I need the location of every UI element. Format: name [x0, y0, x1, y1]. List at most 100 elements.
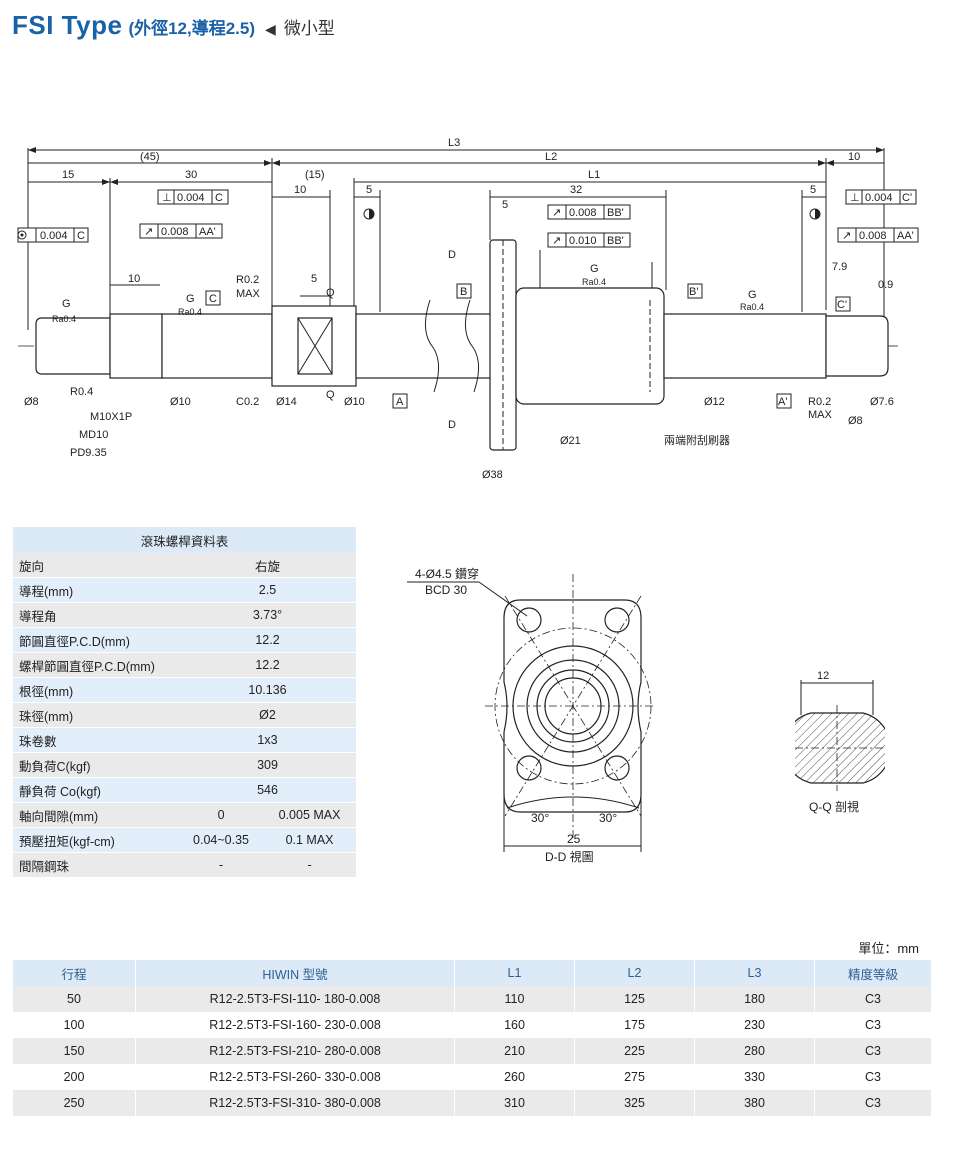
dim-5-d: 5 [311, 273, 317, 285]
table-row: 根徑(mm)10.136 [13, 677, 356, 703]
ra-mark: Ra0.4 [52, 314, 76, 324]
d10b-label: Ø10 [344, 396, 365, 408]
dim-l2: L2 [545, 151, 557, 163]
unit-label: 單位：mm [858, 941, 919, 956]
table-row: 螺桿節圓直徑P.C.D(mm)12.2 [13, 652, 356, 678]
dim-5-a: 5 [366, 184, 372, 196]
d-label: D [448, 419, 456, 431]
dim-15: 15 [62, 169, 74, 181]
q-label: Q [326, 389, 335, 401]
dim-10-left: 10 [294, 184, 306, 196]
g-mark: G [748, 289, 757, 301]
col-header: L2 [574, 960, 695, 986]
g-mark: G [62, 298, 71, 310]
dd-bcd-label: BCD 30 [425, 583, 467, 597]
r02-right-label: R0.2 [808, 396, 831, 408]
col-header: L1 [454, 960, 575, 986]
datum-ap: A' [778, 396, 787, 408]
datum-bp: B' [689, 286, 698, 298]
page-title: FSI Type (外徑12,導程2.5) ◀ 微小型 [12, 10, 335, 42]
table-row: 動負荷C(kgf)309 [13, 752, 356, 778]
tol-run2-ref: BB' [607, 207, 624, 219]
dd-hole-label: 4-Ø4.5 鑽穿 [415, 566, 479, 581]
tol-run3-ref: BB' [607, 235, 624, 247]
tol-run4-ref: AA' [897, 230, 914, 242]
dd-angle-1: 30° [531, 811, 549, 825]
table-row: 導程(mm)2.5 [13, 577, 356, 603]
tol-perp2-ref: C' [902, 192, 912, 204]
col-header: HIWIN 型號 [135, 960, 455, 986]
tol-perp1: 0.004 [177, 192, 205, 204]
dim-09: 0.9 [878, 279, 893, 291]
d-label: D [448, 249, 456, 261]
dim-32: 32 [570, 184, 582, 196]
dim-30: 30 [185, 169, 197, 181]
title-tail: 微小型 [283, 19, 335, 38]
dd-caption: D-D 視圖 [545, 849, 594, 864]
dim-45: (45) [140, 151, 160, 163]
runout-icon: ↗ [144, 226, 153, 238]
tol-run1-ref: AA' [199, 226, 216, 238]
left-triangle-icon: ◀ [265, 21, 276, 37]
datum-cp: C' [837, 299, 847, 311]
dd-view: 4-Ø4.5 鑽穿 BCD 30 30° 30° 25 D-D 視圖 [395, 556, 655, 876]
table-row: 靜負荷 Co(kgf)546 [13, 777, 356, 803]
d10-label: Ø10 [170, 396, 191, 408]
title-main: FSI Type [12, 10, 123, 40]
dim-5-b: 5 [502, 199, 508, 211]
table-row: 旋向右旋 [13, 553, 356, 578]
d14-label: Ø14 [276, 396, 297, 408]
md10-label: MD10 [79, 429, 108, 441]
tol-conc: 0.004 [40, 230, 68, 242]
g-mark: G [186, 293, 195, 305]
col-header: 行程 [13, 960, 136, 986]
ball-screw-drawing: L3 L2 L1 10 (45) 15 30 (15) 10 5 32 5 5 … [17, 137, 919, 481]
dd-angle-2: 30° [599, 811, 617, 825]
qq-view: 12 Q-Q 剖視 [795, 670, 885, 814]
table-row: 節圓直徑P.C.D(mm)12.2 [13, 627, 356, 653]
d8-label: Ø8 [24, 396, 39, 408]
title-sub: (外徑12,導程2.5) [128, 19, 256, 38]
d8b-label: Ø8 [848, 415, 863, 427]
dim-l1: L1 [588, 169, 600, 181]
d38-label: Ø38 [482, 469, 503, 481]
r04-label: R0.4 [70, 386, 93, 398]
q-label: Q [326, 287, 335, 299]
col-header: 精度等級 [814, 960, 932, 986]
m10-label: M10X1P [90, 411, 132, 423]
dim-10-right: 10 [848, 151, 860, 163]
qq-caption: Q-Q 剖視 [809, 799, 859, 814]
dim-79: 7.9 [832, 261, 847, 273]
max-right-label: MAX [808, 409, 833, 421]
d76-label: Ø7.6 [870, 396, 894, 408]
dim-5-c: 5 [810, 184, 816, 196]
table-row: 珠徑(mm)Ø2 [13, 702, 356, 728]
perp-icon: ⊥ [850, 192, 860, 204]
r02-label: R0.2 [236, 274, 259, 286]
d21-label: Ø21 [560, 435, 581, 447]
g-mark: G [590, 263, 599, 275]
perp-icon: ⊥ [162, 192, 172, 204]
ra-mark: Ra0.4 [178, 307, 202, 317]
dim-10-thread: 10 [128, 273, 140, 285]
table-row: 間隔鋼珠-- [13, 852, 356, 878]
datum-c: C [209, 293, 217, 305]
dim-l3: L3 [448, 137, 460, 149]
dim-15b: (15) [305, 169, 325, 181]
pd935-label: PD9.35 [70, 447, 107, 459]
wiper-label: 兩端附刮刷器 [664, 433, 730, 447]
tol-run2: 0.008 [569, 207, 597, 219]
ra-mark: Ra0.4 [582, 277, 606, 287]
c02-label: C0.2 [236, 396, 259, 408]
qq-dim: 12 [817, 670, 829, 682]
tol-perp1-ref: C [215, 192, 223, 204]
